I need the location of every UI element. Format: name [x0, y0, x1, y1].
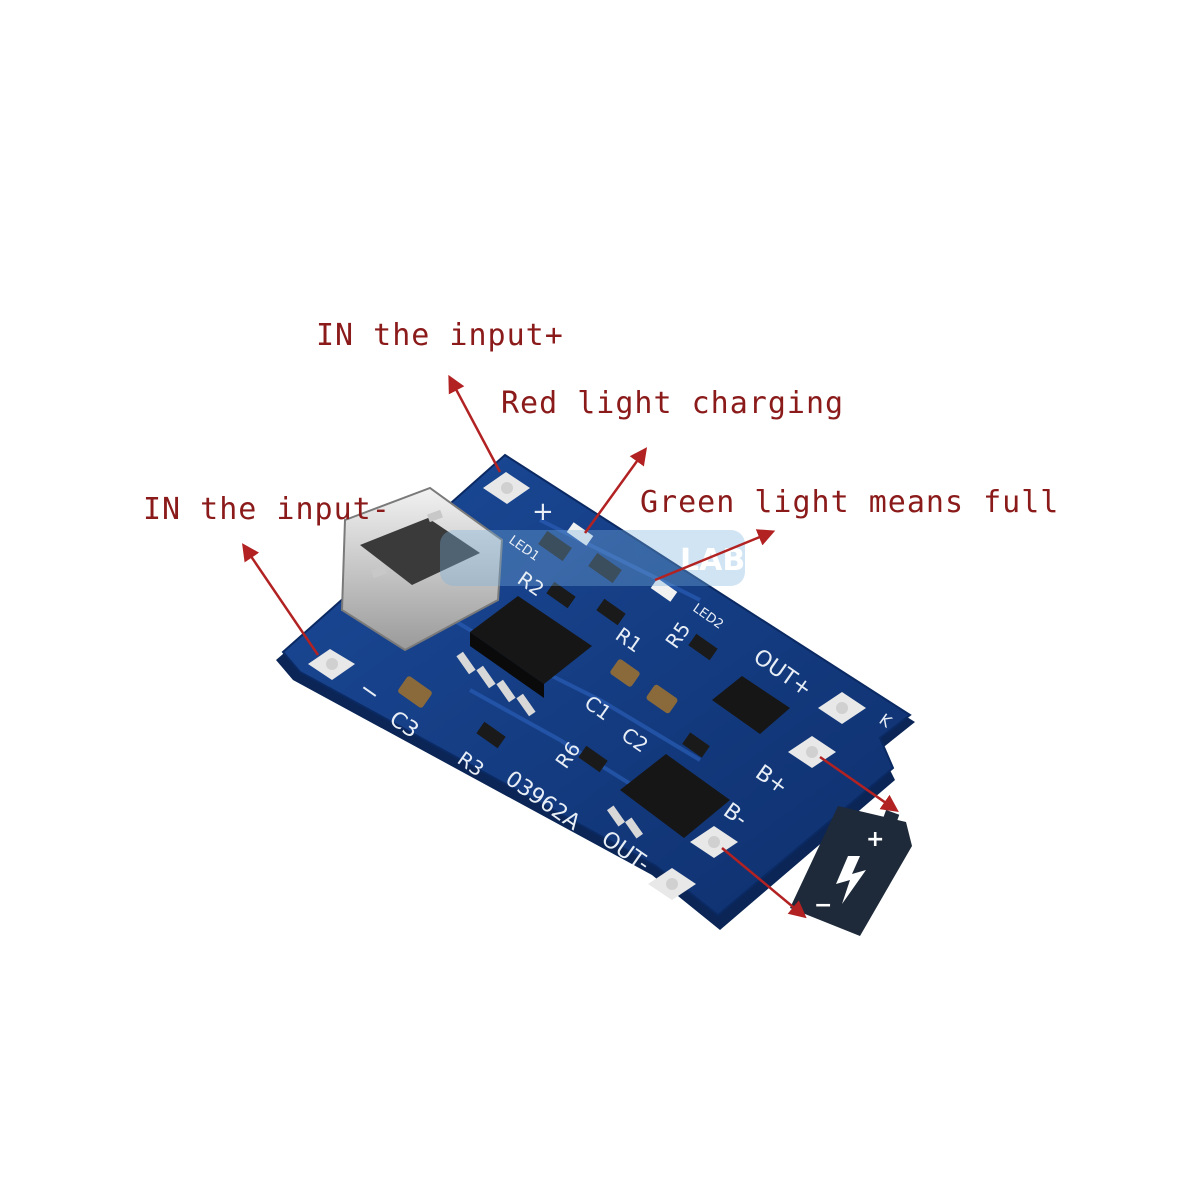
callout-arrows [242, 374, 899, 919]
callout-red-light: Red light charging [501, 386, 845, 421]
smd-components [398, 522, 718, 773]
arrow-in-minus [242, 543, 320, 656]
ic-protection-chip [606, 754, 730, 839]
arrow-b-plus [819, 755, 899, 813]
arrow-red-light [583, 447, 648, 534]
pad-out-plus [818, 692, 866, 724]
arrow-b-minus [721, 847, 807, 919]
ic-mosfet [712, 676, 790, 734]
watermark: LAB [440, 530, 745, 586]
pad-out-minus [648, 868, 696, 900]
pad-in-plus [483, 472, 530, 504]
silk-plus: + [532, 497, 554, 527]
battery-plus-label: + [866, 827, 884, 852]
ic-charger-chip [456, 596, 592, 717]
battery-minus-label: − [814, 893, 832, 918]
callout-in-minus: IN the input- [143, 492, 391, 527]
micro-usb-port [340, 486, 504, 652]
battery-icon: + − [790, 806, 912, 936]
svg-text:LAB: LAB [680, 543, 745, 578]
arrow-in-plus [448, 374, 502, 473]
arrow-green-light [654, 529, 776, 582]
callout-in-plus: IN the input+ [316, 318, 564, 353]
pad-in-minus [308, 649, 355, 680]
callout-green-light: Green light means full [640, 485, 1060, 520]
